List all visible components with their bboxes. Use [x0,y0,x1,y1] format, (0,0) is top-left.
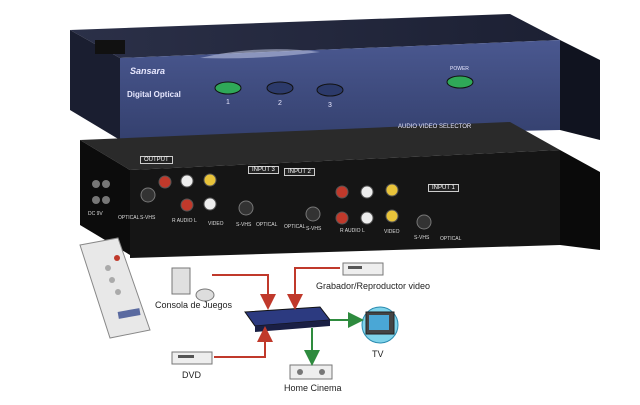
jack-label: OPTICAL [256,222,278,228]
front-unit-right-side [560,40,600,140]
recorder-slot [348,266,362,269]
input-1-section-tag: INPUT 1 [428,184,459,192]
rca-jack [92,180,100,188]
back-unit-face [130,150,560,258]
jack-label: S-VHS [414,235,430,241]
output-section-tag: OUTPUT [140,156,173,164]
button-1-label: 1 [226,99,230,106]
rca-jack [102,180,110,188]
jack-label: R AUDIO L [172,218,197,224]
rca-jack [385,209,399,223]
switch-box-side [255,320,330,332]
remote-button [114,255,120,261]
jack-label: S-VHS [306,226,322,232]
home-cinema [289,364,333,380]
rca-jack [360,211,374,225]
tv-screen [369,315,389,330]
brand-logo: Sansara [130,66,166,76]
button-2-label: 2 [278,100,282,107]
input-3-button[interactable] [316,83,344,97]
front-unit [70,14,600,140]
remote-logo [117,308,141,319]
home-cinema-knob [319,369,325,375]
rca-jack [360,185,374,199]
home-cinema-knob [297,369,303,375]
svhs-jack [238,200,254,216]
remote-button [115,289,121,295]
back-unit [80,122,600,258]
rca-jack [335,211,349,225]
game-console [171,267,215,302]
video-recorder [342,262,384,276]
power-button[interactable] [446,75,474,89]
jack-label: OPTICAL [118,215,140,221]
dvd-slot [178,355,194,358]
switch-box [244,306,331,332]
input-2-button[interactable] [266,81,294,95]
selector-label: AUDIO VIDEO SELECTOR [398,124,472,130]
rca-jack [180,198,194,212]
rca-jack [158,175,172,189]
console-label: Consola de Juegos [155,300,233,310]
jack-label: DC 9V [88,211,103,217]
power-label: POWER [450,66,469,72]
home-cinema-body [289,364,333,380]
dvd-player [171,351,213,365]
remote-control [79,237,151,339]
input-2-section-tag: INPUT 2 [284,168,315,176]
rca-jack [335,185,349,199]
tv-label: TV [372,349,384,359]
remote-button [105,265,111,271]
rca-jack [385,183,399,197]
rca-jacks [92,173,432,230]
input-3-section-tag: INPUT 3 [248,166,279,174]
rca-jack [92,196,100,204]
ir-window [95,40,125,54]
svhs-jack [305,206,321,222]
model-label: Digital Optical [127,90,181,99]
rca-jack [203,173,217,187]
television [361,306,399,344]
button-3-label: 3 [328,102,332,109]
jack-label: S-VHS [140,215,156,221]
dvd-label: DVD [182,370,202,380]
svhs-jack [416,214,432,230]
jack-label: VIDEO [208,221,224,227]
rca-jack [102,196,110,204]
back-unit-top [80,122,560,170]
home-cinema-label: Home Cinema [284,383,342,393]
rca-jack [180,174,194,188]
controller-icon [195,288,215,302]
jack-label: OPTICAL [440,236,462,242]
arrow-dvd-in [214,326,273,358]
front-unit-left-side [70,30,120,140]
console-body [171,267,191,295]
svhs-jack [140,187,156,203]
rca-jack [203,197,217,211]
recorder-label: Grabador/Reproductor video [316,281,431,291]
jack-label: OPTICAL [284,224,306,230]
jack-label: S-VHS [236,222,252,228]
arrow-console-in [212,274,276,310]
front-unit-top [70,14,560,58]
jack-label: VIDEO [384,229,400,235]
remote-button [109,277,115,283]
back-unit-right-side [560,150,600,250]
input-1-button[interactable] [214,81,242,95]
jack-label: R AUDIO L [340,228,365,234]
front-highlight [200,49,320,59]
arrow-recorder-in [287,267,340,310]
connection-arrows [212,267,364,366]
